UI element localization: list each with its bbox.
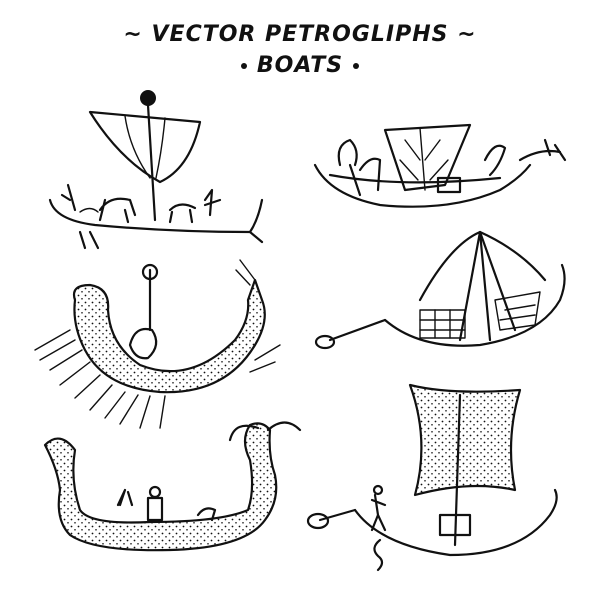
boat-square-sail <box>308 385 557 570</box>
bullet-dot-icon <box>353 63 360 69</box>
boat-sail-animals <box>50 90 262 248</box>
boat-oar-nets <box>316 232 565 348</box>
boat-dotted-serpent <box>35 260 280 428</box>
bullet-dot-icon <box>240 63 247 69</box>
boat-dotted-horned <box>45 423 300 551</box>
title-flourish-left: ~ <box>123 22 143 47</box>
boat-tree-figures <box>315 125 565 207</box>
page-subtitle: BOATS <box>0 53 600 78</box>
subtitle-text: BOATS <box>256 53 344 78</box>
title-flourish-right: ~ <box>457 22 477 47</box>
title-text: VECTOR PETROGLIPHS <box>151 22 449 47</box>
header: ~ VECTOR PETROGLIPHS ~ BOATS <box>0 22 600 78</box>
page-title: ~ VECTOR PETROGLIPHS ~ <box>0 22 600 47</box>
